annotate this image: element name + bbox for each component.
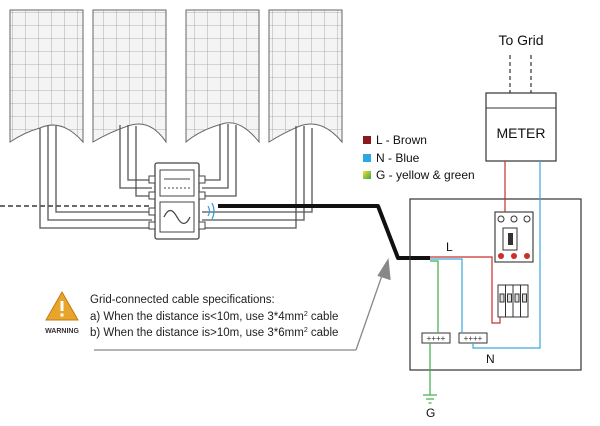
legend-swatch-ground bbox=[363, 171, 371, 179]
svg-text:++++: ++++ bbox=[464, 334, 483, 343]
ground-wire bbox=[429, 260, 439, 395]
warning-line-b: b) When the distance is>10m, use 3*6mm2 … bbox=[90, 327, 338, 339]
legend-neutral: N - Blue bbox=[376, 151, 420, 165]
legend-live: L - Brown bbox=[376, 133, 427, 147]
warning-note: WARNING Grid-connected cable specificati… bbox=[45, 290, 338, 339]
ground-symbol-icon bbox=[423, 394, 437, 404]
meter: METER bbox=[485, 92, 557, 162]
meter-label: METER bbox=[497, 125, 546, 141]
grid-label: To Grid bbox=[498, 32, 543, 48]
micro-inverter bbox=[148, 162, 215, 240]
warning-line-a: a) When the distance is<10m, use 3*4mm2 … bbox=[90, 311, 338, 323]
warning-title: Grid-connected cable specifications: bbox=[90, 294, 275, 306]
distribution-box bbox=[409, 198, 582, 371]
panel-cables bbox=[39, 124, 313, 229]
breaker-modules bbox=[497, 284, 529, 318]
grid-supply-lines bbox=[509, 55, 532, 93]
warning-badge: WARNING bbox=[45, 328, 79, 335]
solar-panel-4 bbox=[268, 9, 343, 144]
solar-panels bbox=[9, 9, 343, 144]
wire-legend: L - Brown N - Blue G - yellow & green bbox=[363, 133, 475, 182]
ac-output-cable bbox=[218, 204, 430, 260]
sine-wave-icon bbox=[163, 209, 191, 225]
wireless-signal-icon bbox=[207, 202, 215, 220]
legend-ground: G - yellow & green bbox=[376, 168, 475, 182]
terminal-blocks: ++++ ++++ bbox=[421, 332, 488, 344]
solar-panel-1 bbox=[9, 9, 84, 144]
svg-text:++++: ++++ bbox=[427, 334, 446, 343]
ground-label: G bbox=[426, 406, 435, 420]
legend-swatch-neutral bbox=[363, 154, 371, 162]
neutral-wire bbox=[430, 161, 541, 349]
neutral-label: N bbox=[486, 352, 495, 366]
legend-swatch-live bbox=[363, 136, 371, 144]
live-wire bbox=[430, 161, 506, 324]
circuit-breaker bbox=[494, 211, 534, 263]
pointer-arrow bbox=[94, 258, 391, 351]
solar-panel-3 bbox=[185, 9, 260, 144]
solar-panel-2 bbox=[92, 9, 167, 144]
live-label: L bbox=[446, 240, 453, 254]
